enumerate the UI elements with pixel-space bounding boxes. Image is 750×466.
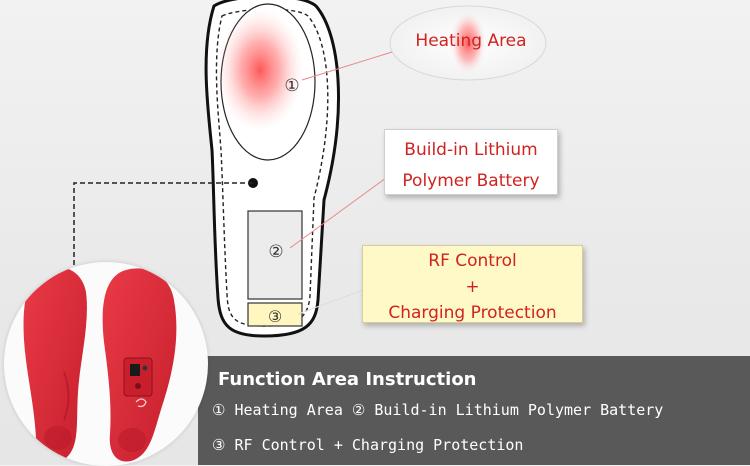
insole-photo-art [23,266,177,462]
rf-label-line3: Charging Protection [388,303,557,323]
left-insole-arch [63,371,70,421]
heating-glow [216,8,304,132]
left-insole-shape [23,266,87,462]
leader-rf [297,289,364,315]
instruction-line-2: ③ RF Control + Charging Protection [212,436,524,454]
instruction-title: Function Area Instruction [218,369,477,390]
right-insole-heel-cup [118,428,146,452]
instruction-line-1: ① Heating Area ② Build-in Lithium Polyme… [212,401,664,419]
function-instruction-panel: Function Area Instruction ① Heating Area… [198,356,750,465]
battery-label-line2: Polymer Battery [402,171,540,191]
heating-callout-glow [450,12,486,74]
insole-logo-mark [135,398,147,408]
insole-photo [4,262,208,466]
marker-2: ② [268,242,283,262]
marker-3: ③ [268,307,282,326]
rf-zone [247,302,303,327]
marker-1: ① [284,76,299,96]
control-module-display [130,364,140,376]
battery-zone [247,210,303,300]
control-module-led [142,365,148,371]
connector-dashed-line [73,182,253,276]
control-module-port [135,383,141,389]
leader-battery [289,177,387,249]
rf-label-line1: RF Control [428,251,517,271]
battery-label-line1: Build-in Lithium [404,140,538,160]
battery-callout-box: Build-in Lithium Polymer Battery [384,129,558,195]
rf-label-line2: + [465,277,480,297]
rf-callout-box: RF Control + Charging Protection [362,245,583,323]
leader-heating [301,51,393,81]
heating-area-label: Heating Area [415,31,527,51]
control-module-icon [123,357,153,397]
left-insole-heel-cup [44,426,72,450]
